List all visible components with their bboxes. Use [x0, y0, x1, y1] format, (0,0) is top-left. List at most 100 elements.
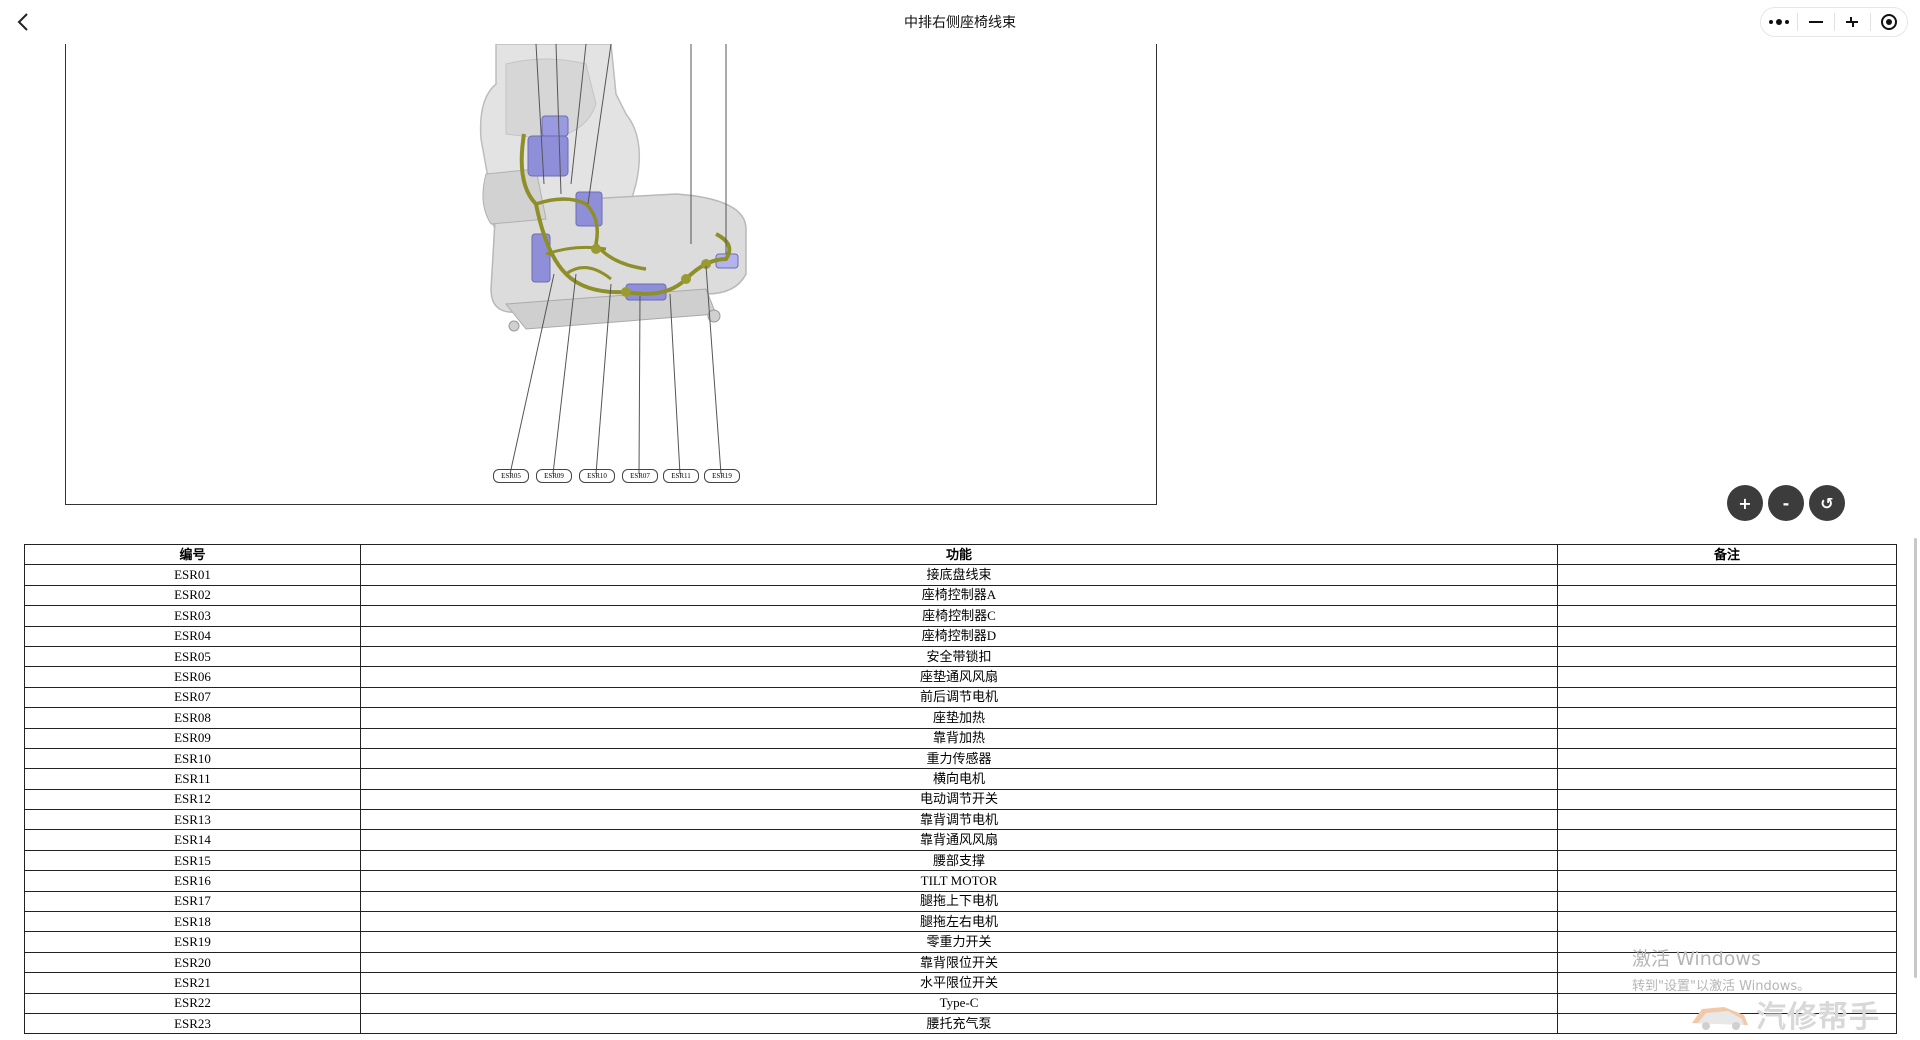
- cell-note: [1557, 768, 1897, 790]
- cell-note: [1557, 747, 1897, 770]
- table-header-row: 编号 功能 备注: [24, 543, 1897, 566]
- shrink-icon[interactable]: [1835, 8, 1871, 36]
- cell-note: [1557, 911, 1897, 933]
- cell-note: [1557, 870, 1897, 892]
- more-icon[interactable]: [1761, 8, 1797, 36]
- cell-code: ESR15: [24, 849, 361, 872]
- cell-function: 座椅控制器C: [360, 605, 1558, 627]
- cell-function: 安全带锁扣: [360, 645, 1558, 668]
- back-arrow-icon[interactable]: [12, 10, 36, 34]
- windows-activation-watermark: 激活 Windows 转到"设置"以激活 Windows。: [1632, 944, 1810, 994]
- cell-code: ESR17: [24, 890, 361, 913]
- cell-function: 靠背调节电机: [360, 809, 1558, 831]
- cell-function: 腰部支撑: [360, 849, 1558, 872]
- cell-code: ESR11: [24, 768, 361, 790]
- cell-function: 水平限位开关: [360, 972, 1558, 994]
- cell-function: 电动调节开关: [360, 788, 1558, 811]
- cell-code: ESR04: [24, 625, 361, 647]
- cell-function: 座垫通风风扇: [360, 666, 1558, 688]
- cell-function: 靠背限位开关: [360, 951, 1558, 974]
- cell-note: [1557, 829, 1897, 851]
- cell-function: 前后调节电机: [360, 686, 1558, 709]
- watermark-title: 激活 Windows: [1632, 948, 1761, 970]
- cell-code: ESR01: [24, 564, 361, 586]
- cell-function: 腿拖上下电机: [360, 890, 1558, 913]
- brand-name: 汽修帮手: [1756, 1000, 1880, 1035]
- vertical-scrollbar[interactable]: [1914, 538, 1917, 978]
- wrench-car-logo-icon: [1692, 1007, 1748, 1030]
- cell-note: [1557, 890, 1897, 913]
- diagram-label: ESR07: [622, 469, 658, 483]
- capsule-divider: [1796, 13, 1798, 31]
- cell-note: [1557, 605, 1897, 627]
- diagram-label: ESR05: [493, 469, 529, 483]
- cell-code: ESR12: [24, 788, 361, 811]
- cell-function: Type-C: [360, 992, 1558, 1014]
- cell-code: ESR03: [24, 605, 361, 627]
- cell-function: 靠背加热: [360, 727, 1558, 749]
- cell-code: ESR06: [24, 666, 361, 688]
- column-header-code: 编号: [24, 543, 361, 566]
- cell-code: ESR09: [24, 727, 361, 749]
- cell-note: [1557, 666, 1897, 688]
- wiring-diagram[interactable]: ESR05 ESR09 ESR10 ESR07 ESR11 ESR19: [65, 44, 1157, 505]
- diagram-label: ESR19: [704, 469, 740, 483]
- brand-logo: 汽修帮手: [1688, 994, 1920, 1035]
- cell-note: [1557, 686, 1897, 709]
- cell-code: ESR07: [24, 686, 361, 709]
- cell-function: 横向电机: [360, 768, 1558, 790]
- cell-code: ESR08: [24, 707, 361, 729]
- cell-note: [1557, 727, 1897, 749]
- cell-function: 靠背通风风扇: [360, 829, 1558, 851]
- cell-function: 零重力开关: [360, 931, 1558, 953]
- cell-code: ESR18: [24, 911, 361, 933]
- cell-function: 重力传感器: [360, 747, 1558, 770]
- cell-note: [1557, 645, 1897, 668]
- cell-function: 腰托充气泵: [360, 1012, 1558, 1035]
- cell-code: ESR02: [24, 584, 361, 607]
- cell-note: [1557, 849, 1897, 872]
- capsule-divider: [1870, 13, 1872, 31]
- reset-zoom-button[interactable]: ↺: [1809, 485, 1845, 521]
- column-header-note: 备注: [1557, 543, 1897, 566]
- cell-function: 座垫加热: [360, 707, 1558, 729]
- minimize-icon[interactable]: [1798, 8, 1834, 36]
- cell-code: ESR14: [24, 829, 361, 851]
- page-title: 中排右侧座椅线束: [904, 14, 1016, 30]
- zoom-in-button[interactable]: +: [1727, 485, 1763, 521]
- cell-note: [1557, 625, 1897, 647]
- seat-harness-illustration: [479, 44, 747, 475]
- cell-function: 腿拖左右电机: [360, 911, 1558, 933]
- column-header-function: 功能: [360, 543, 1558, 566]
- cell-code: ESR10: [24, 747, 361, 770]
- cell-note: [1557, 584, 1897, 607]
- diagram-label: ESR10: [579, 469, 615, 483]
- diagram-label: ESR11: [663, 469, 699, 483]
- cell-note: [1557, 564, 1897, 586]
- zoom-out-button[interactable]: -: [1768, 485, 1804, 521]
- capsule-divider: [1833, 13, 1835, 31]
- close-circle-icon[interactable]: [1871, 8, 1907, 36]
- cell-note: [1557, 707, 1897, 729]
